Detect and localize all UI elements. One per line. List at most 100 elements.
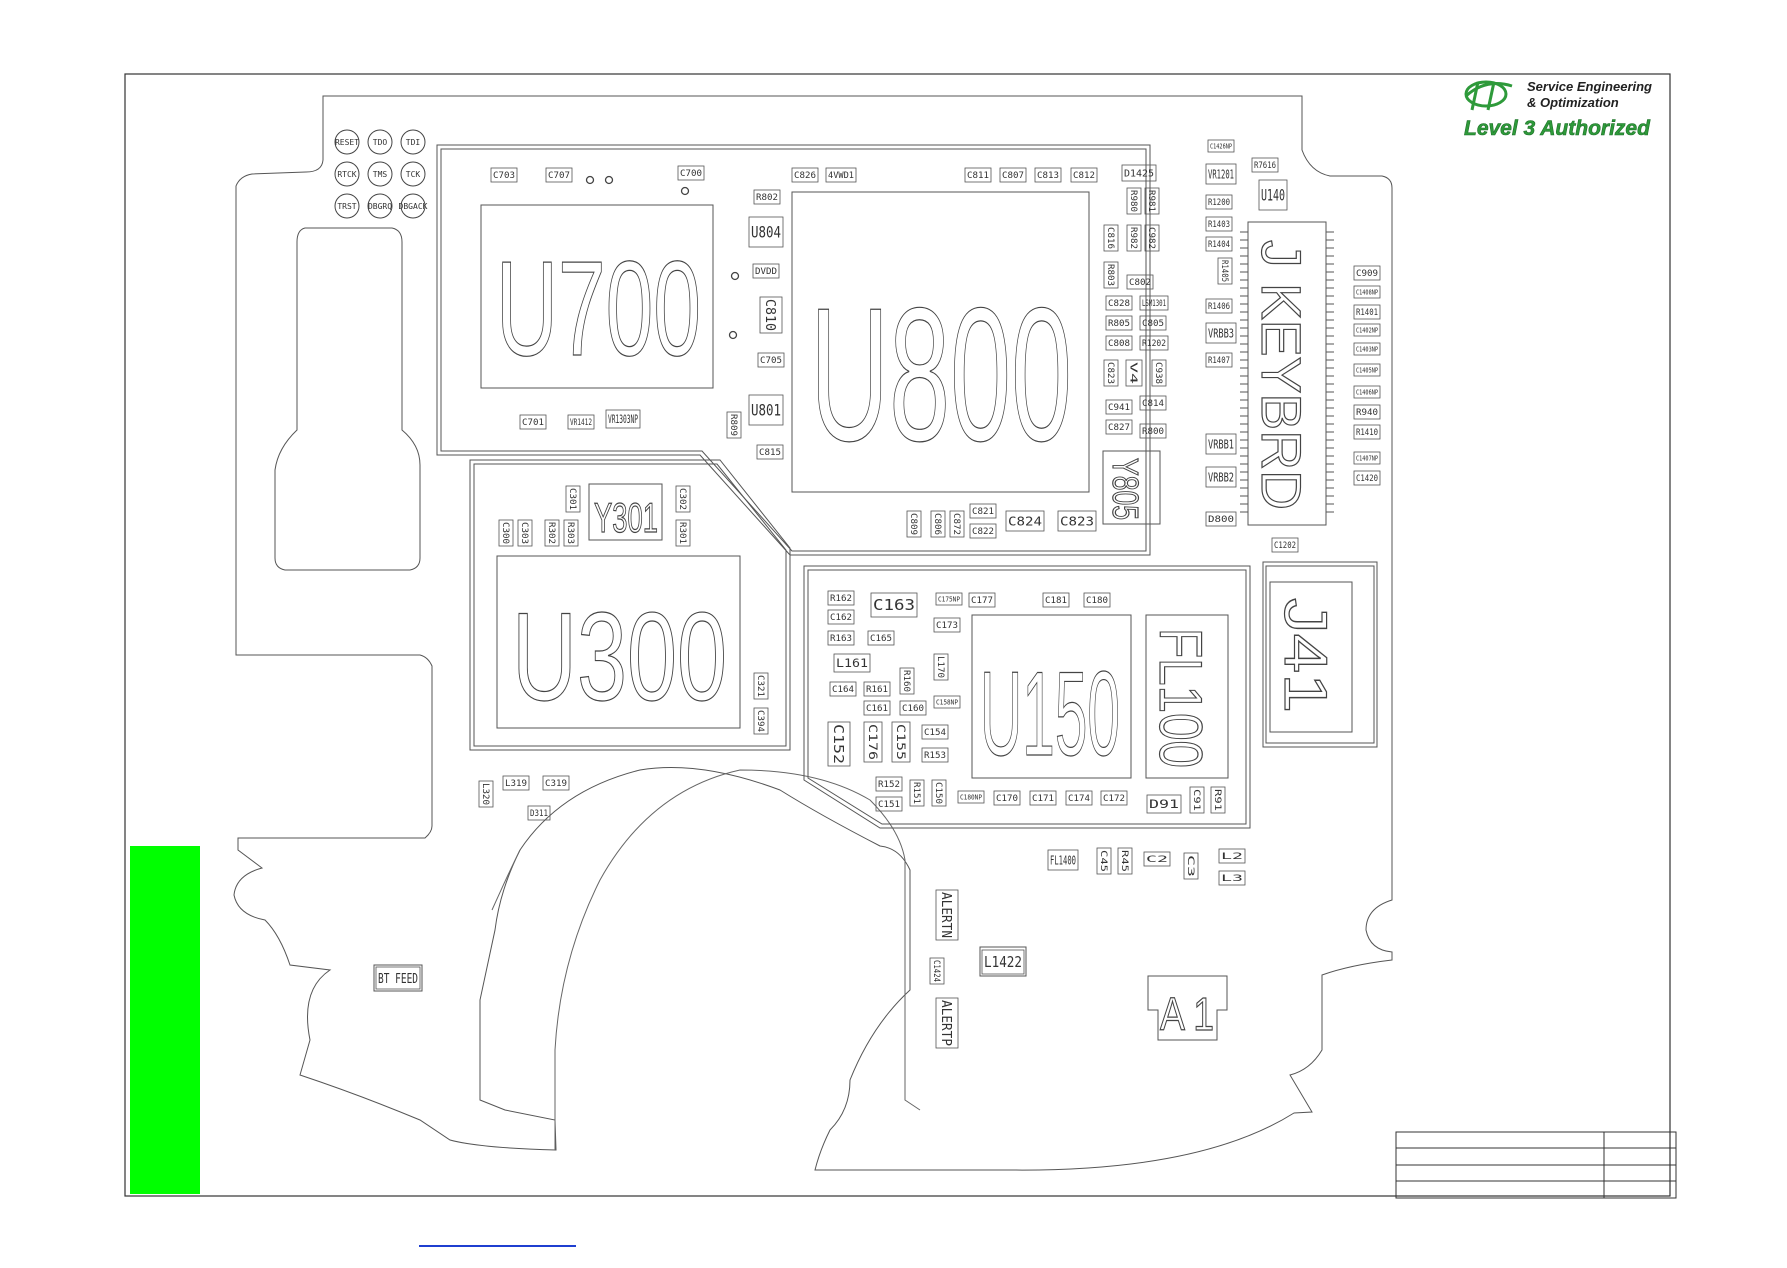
part-c3-label: C3 <box>1185 855 1195 877</box>
part-l3-box <box>1218 870 1246 886</box>
footer-link-underline[interactable] <box>419 1245 576 1247</box>
part-c700-box <box>677 165 705 181</box>
part-vrbb2-label: VRBB2 <box>1208 469 1234 484</box>
y301-label: Y301 <box>594 494 658 541</box>
part-c321-box <box>753 672 769 700</box>
part-r980-label: R980 <box>1128 190 1138 212</box>
part-c814-label: C814 <box>1142 399 1164 409</box>
part-vr1201-label: VR1201 <box>1208 166 1234 181</box>
part-c812-box <box>1070 167 1098 183</box>
part-c806-box <box>930 510 946 538</box>
part-c1202-label: C1202 <box>1274 541 1296 551</box>
part-c1405-box <box>1353 363 1381 377</box>
part-l170-label: L170 <box>935 656 945 678</box>
part-vr1201-box <box>1205 163 1237 185</box>
part-c941-box <box>1105 399 1133 415</box>
part-c1426-box <box>1207 139 1235 153</box>
part-r1405-label: R1405 <box>1219 260 1229 282</box>
part-r1404-box <box>1205 236 1233 252</box>
part-c160-label: C160 <box>902 704 924 714</box>
part-r153-box <box>921 747 949 763</box>
part-c807-label: C807 <box>1002 171 1024 181</box>
part-c802-box <box>1126 274 1154 290</box>
part-r151-box <box>909 779 925 807</box>
part-r1202-label: R1202 <box>1142 339 1166 349</box>
part-c3-box <box>1183 852 1199 880</box>
part-v4-label: V4 <box>1128 362 1139 384</box>
part-c828-box <box>1105 295 1133 311</box>
part-vrbb1-box <box>1205 433 1237 455</box>
vias <box>585 175 740 340</box>
part-u140-box <box>1258 179 1288 211</box>
part-c164-label: C164 <box>832 685 854 695</box>
u150-body <box>971 614 1132 779</box>
part-c158-label: C158NP <box>936 698 958 707</box>
battery-area-inner <box>491 849 521 911</box>
part-c982-box <box>1144 224 1160 252</box>
part-c171-label: C171 <box>1032 794 1054 804</box>
logo-globe-icon <box>1464 80 1513 111</box>
part-c2-label: C2 <box>1146 855 1168 865</box>
part-c701-box <box>519 414 547 430</box>
part-alertn-box <box>935 889 959 941</box>
part-r1410-box <box>1353 424 1381 440</box>
part-c822-box <box>969 523 997 539</box>
part-r1405-box <box>1217 257 1233 285</box>
part-c802-label: C802 <box>1129 278 1151 288</box>
part-c301-label: C301 <box>567 488 577 510</box>
part-l2-box <box>1218 848 1246 864</box>
part-c176-box <box>863 721 883 763</box>
part-c828-label: C828 <box>1108 299 1130 309</box>
part-c172-box <box>1100 790 1128 806</box>
logo-level-text: Level 3 Authorized <box>1464 117 1651 140</box>
part-r805-box <box>1105 315 1133 331</box>
part-r940-label: R940 <box>1356 408 1378 418</box>
part-c151-label: C151 <box>878 800 900 810</box>
part-d800-label: D800 <box>1208 515 1234 525</box>
part-c1408-box <box>1353 285 1381 299</box>
part-c172-label: C172 <box>1103 794 1125 804</box>
part-u140-label: U140 <box>1261 186 1285 205</box>
part-l170-box <box>933 653 949 681</box>
part-r1407-label: R1407 <box>1208 356 1230 366</box>
part-r303-label: R303 <box>565 522 575 544</box>
part-r981-label: R981 <box>1146 190 1156 212</box>
part-r802-box <box>753 189 781 205</box>
part-c181-label: C181 <box>1045 596 1067 606</box>
part-c909-box <box>1353 265 1381 281</box>
part-c809-label: C809 <box>908 513 918 535</box>
part-r1401-label: R1401 <box>1356 308 1378 318</box>
part-c177-box <box>968 592 996 608</box>
part-r302-label: R302 <box>546 522 556 544</box>
part-c808-box <box>1105 335 1133 351</box>
logo-title-line2: & Optimization <box>1527 95 1619 110</box>
sejo-logo: Service Engineering & Optimization Level… <box>1464 79 1652 140</box>
tp-trst: TRST <box>337 202 356 211</box>
u300-label: U300 <box>512 588 727 727</box>
part-c150-label: C150 <box>933 782 943 804</box>
part-r802-label: R802 <box>756 193 778 203</box>
part-l320-label: L320 <box>480 783 490 805</box>
part-c1403-label: C1403NP <box>1356 345 1378 354</box>
part-r302-box <box>544 519 560 547</box>
part-c176-label: C176 <box>866 724 879 760</box>
part-c161-box <box>863 700 891 716</box>
part-c823-box <box>1057 510 1097 532</box>
part-c160-box <box>899 700 927 716</box>
part-c807-box <box>999 167 1027 183</box>
tp-dbgrq: DBGRQ <box>368 202 392 211</box>
part-c165-label: C165 <box>870 634 892 644</box>
part-d311-label: D311 <box>530 809 548 819</box>
part-r1404-label: R1404 <box>1208 240 1230 250</box>
part-d91-box <box>1146 794 1182 814</box>
page-frame <box>124 73 1671 1197</box>
part-c91-label: C91 <box>1191 789 1201 811</box>
part-c155-box <box>891 721 911 763</box>
part-c809-box <box>906 510 922 538</box>
u800-label: U800 <box>810 269 1072 481</box>
part-r982-box <box>1126 224 1142 252</box>
part-vrbb1-label: VRBB1 <box>1208 436 1234 451</box>
part-c872-box <box>949 510 965 538</box>
part-c811-label: C811 <box>967 171 989 181</box>
